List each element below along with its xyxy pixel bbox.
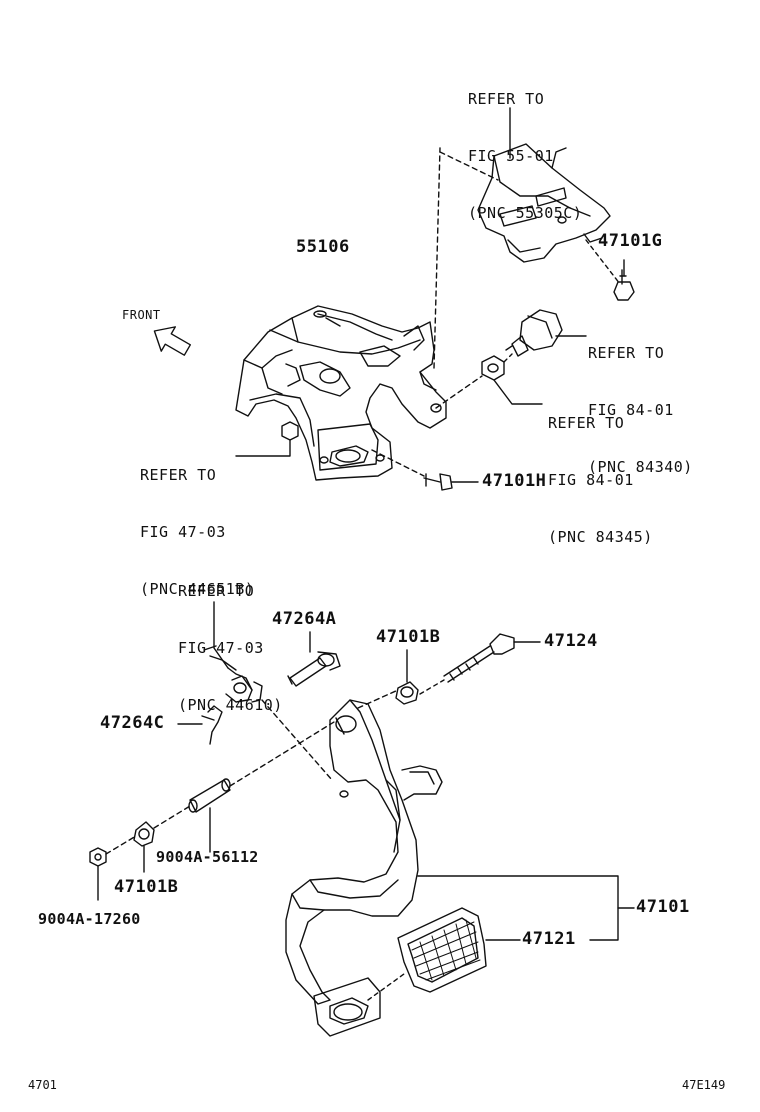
part-47101h-label: 47101H — [482, 471, 547, 491]
ref-fig-47-03-b: REFER TO FIG 47-03 (PNC 44610) — [178, 544, 283, 753]
ref-line: (PNC 84345) — [548, 528, 653, 546]
nut-9004a-17260 — [89, 847, 107, 901]
pin-47264a — [287, 631, 341, 687]
ref-line: FIG 47-03 — [140, 523, 226, 541]
part-47101b-top-label: 47101B — [376, 627, 441, 647]
ref-line: (PNC 55305C) — [468, 204, 583, 222]
cable-44610 — [203, 601, 263, 703]
ref-line: REFER TO — [140, 466, 217, 484]
part-47264c-label: 47264C — [100, 713, 165, 733]
front-arrow — [153, 326, 192, 356]
part-47264a-label: 47264A — [272, 609, 337, 629]
ref-line: FIG 84-01 — [548, 471, 634, 489]
nut-84345 — [481, 355, 543, 405]
part-55106-label: 55106 — [296, 237, 350, 257]
ref-fig-55-01: REFER TO FIG 55-01 (PNC 55305C) — [468, 52, 582, 261]
bracket-55106 — [235, 305, 447, 481]
bolt-47101g — [613, 259, 635, 301]
ref-line: REFER TO — [468, 90, 545, 108]
bolt-47124 — [443, 633, 541, 683]
footer-left-code: 4701 — [28, 1078, 57, 1092]
part-47101b-bottom-label: 47101B — [114, 877, 179, 897]
ref-line: (PNC 84340) — [588, 458, 693, 476]
switch-84340 — [505, 309, 587, 357]
pedal-lower-plate — [313, 977, 381, 1037]
ref-line: REFER TO — [588, 344, 665, 362]
part-47101g-label: 47101G — [598, 231, 663, 251]
pedal-pad-47121 — [397, 907, 487, 993]
bushing-47101b-bottom — [133, 821, 155, 873]
ref-line: REFER TO — [178, 582, 255, 600]
ref-fig-47-03-a: REFER TO FIG 47-03 (PNC 44651B) — [140, 428, 254, 637]
part-47101-label: 47101 — [636, 897, 690, 917]
ref-fig-84-01-b: REFER TO FIG 84-01 (PNC 84345) — [548, 376, 653, 585]
bushing-47101b-top — [395, 649, 419, 705]
part-47121-label: 47121 — [522, 929, 576, 949]
footer-right-code: 47E149 — [682, 1078, 726, 1092]
front-label: FRONT — [122, 308, 161, 322]
ref-fig-84-01-a: REFER TO FIG 84-01 (PNC 84340) — [588, 306, 693, 515]
part-47124-label: 47124 — [544, 631, 598, 651]
ref-line: FIG 55-01 — [468, 147, 554, 165]
ref-line: FIG 84-01 — [588, 401, 674, 419]
ref-line: REFER TO — [548, 414, 625, 432]
nut-44651b — [235, 421, 299, 457]
cover-55305c — [477, 143, 611, 263]
pedal-arm-47101 — [285, 699, 443, 1005]
ref-line: (PNC 44651B) — [140, 580, 255, 598]
part-9004a-17260-label: 9004A-17260 — [38, 910, 141, 928]
part-9004a-56112-label: 9004A-56112 — [156, 848, 259, 866]
ref-line: FIG 47-03 — [178, 639, 264, 657]
collar-9004a-56112 — [188, 778, 231, 853]
clip-47264c — [177, 705, 223, 745]
ref-line: (PNC 44610) — [178, 696, 283, 714]
bolt-47101h — [423, 473, 479, 491]
